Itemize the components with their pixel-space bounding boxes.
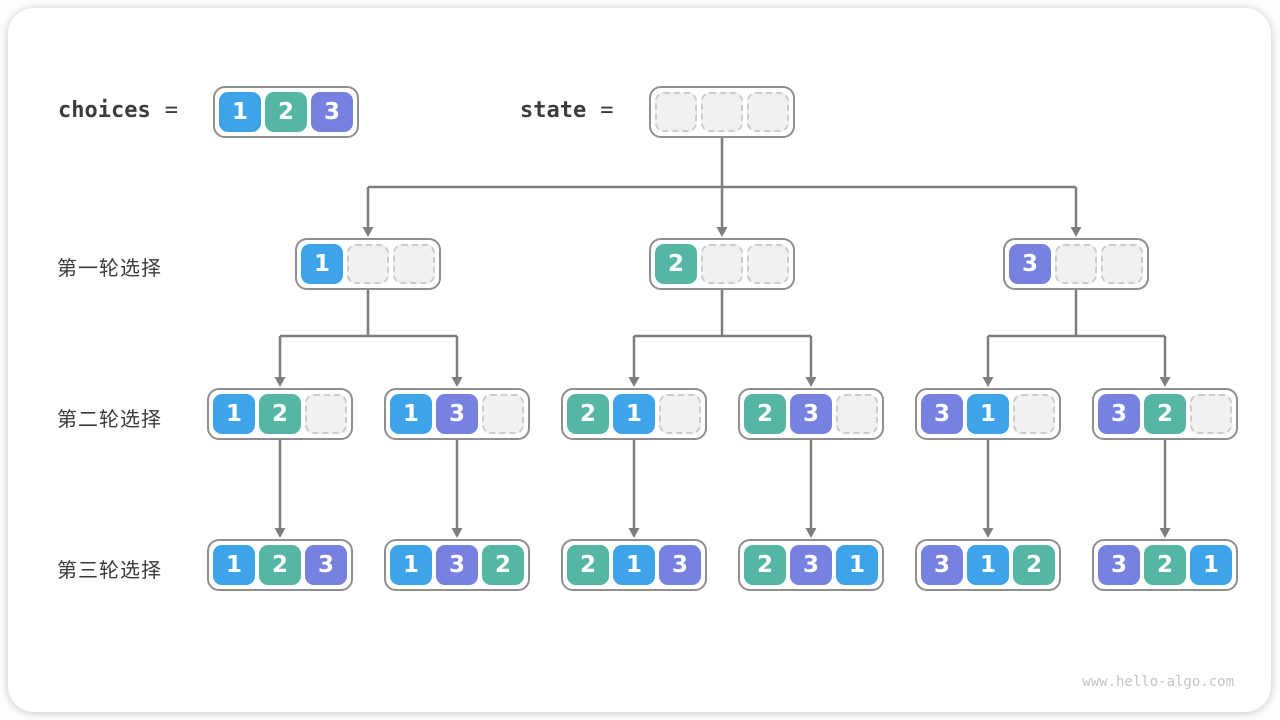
empty-cell <box>655 92 697 132</box>
diagram-card <box>8 8 1271 712</box>
value-cell-3: 3 <box>311 92 353 132</box>
value-cell-3: 3 <box>1098 545 1140 585</box>
watermark: www.hello-algo.com <box>1082 674 1234 690</box>
empty-cell <box>1013 394 1055 434</box>
value-cell-1: 1 <box>301 244 343 284</box>
empty-cell <box>701 92 743 132</box>
value-cell-3: 3 <box>659 545 701 585</box>
value-cell-2: 2 <box>482 545 524 585</box>
value-cell-2: 2 <box>1144 545 1186 585</box>
value-cell-1: 1 <box>390 545 432 585</box>
empty-cell <box>747 244 789 284</box>
empty-cell <box>393 244 435 284</box>
value-cell-1: 1 <box>613 394 655 434</box>
value-cell-1: 1 <box>213 545 255 585</box>
value-cell-1: 1 <box>219 92 261 132</box>
state-label-text: state <box>520 98 587 123</box>
empty-cell <box>1055 244 1097 284</box>
value-cell-1: 1 <box>1190 545 1232 585</box>
empty-cell <box>305 394 347 434</box>
state-label: state = <box>520 98 613 123</box>
equals-sign: = <box>600 98 614 123</box>
state-array <box>649 86 795 138</box>
value-cell-2: 2 <box>1144 394 1186 434</box>
row-label-round-3: 第三轮选择 <box>57 560 162 582</box>
value-cell-3: 3 <box>790 394 832 434</box>
value-cell-2: 2 <box>259 394 301 434</box>
value-cell-2: 2 <box>744 394 786 434</box>
value-cell-1: 1 <box>390 394 432 434</box>
empty-cell <box>1101 244 1143 284</box>
empty-cell <box>1190 394 1232 434</box>
value-cell-1: 1 <box>967 545 1009 585</box>
value-cell-3: 3 <box>436 394 478 434</box>
empty-cell <box>701 244 743 284</box>
value-cell-1: 1 <box>836 545 878 585</box>
value-cell-2: 2 <box>655 244 697 284</box>
value-cell-2: 2 <box>265 92 307 132</box>
empty-cell <box>747 92 789 132</box>
value-cell-3: 3 <box>1098 394 1140 434</box>
value-cell-2: 2 <box>744 545 786 585</box>
choices-label: choices = <box>58 98 178 123</box>
value-cell-3: 3 <box>1009 244 1051 284</box>
value-cell-1: 1 <box>213 394 255 434</box>
value-cell-3: 3 <box>305 545 347 585</box>
value-cell-2: 2 <box>567 545 609 585</box>
empty-cell <box>836 394 878 434</box>
empty-cell <box>347 244 389 284</box>
value-cell-3: 3 <box>921 394 963 434</box>
value-cell-2: 2 <box>567 394 609 434</box>
equals-sign: = <box>164 98 178 123</box>
value-cell-1: 1 <box>967 394 1009 434</box>
row-label-round-2: 第二轮选择 <box>57 409 162 431</box>
value-cell-3: 3 <box>790 545 832 585</box>
tree-node-l1-1: 2 <box>649 238 795 290</box>
empty-cell <box>659 394 701 434</box>
value-cell-2: 2 <box>1013 545 1055 585</box>
row-label-round-1: 第一轮选择 <box>57 258 162 280</box>
value-cell-3: 3 <box>921 545 963 585</box>
value-cell-3: 3 <box>436 545 478 585</box>
tree-node-l1-2: 3 <box>1003 238 1149 290</box>
empty-cell <box>482 394 524 434</box>
value-cell-1: 1 <box>613 545 655 585</box>
tree-node-l1-0: 1 <box>295 238 441 290</box>
choices-label-text: choices <box>58 98 151 123</box>
value-cell-2: 2 <box>259 545 301 585</box>
